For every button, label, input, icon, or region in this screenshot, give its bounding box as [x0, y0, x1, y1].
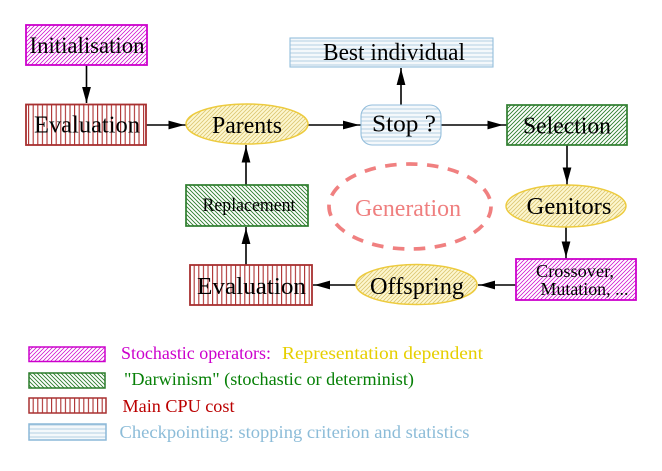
- svg-text:Replacement: Replacement: [203, 196, 297, 216]
- svg-text:Initialisation: Initialisation: [30, 33, 145, 58]
- svg-text:Evaluation: Evaluation: [197, 274, 306, 300]
- svg-text:Stochastic operators:: Stochastic operators:: [121, 343, 271, 363]
- svg-text:Generation: Generation: [355, 196, 461, 222]
- svg-text:Main CPU cost: Main CPU cost: [123, 396, 235, 416]
- svg-text:Genitors: Genitors: [527, 194, 612, 220]
- svg-text:Parents: Parents: [212, 113, 282, 139]
- svg-text:"Darwinism" (stochastic or det: "Darwinism" (stochastic or determinist): [124, 369, 414, 390]
- svg-text:Stop ?: Stop ?: [372, 112, 436, 138]
- svg-text:Crossover,: Crossover,: [536, 261, 614, 281]
- svg-text:Best individual: Best individual: [323, 40, 465, 66]
- svg-text:Selection: Selection: [523, 114, 611, 140]
- svg-text:Mutation, ...: Mutation, ...: [541, 279, 629, 299]
- svg-text:Offspring: Offspring: [370, 274, 464, 300]
- svg-text:Evaluation: Evaluation: [34, 113, 140, 139]
- svg-text:Representation dependent: Representation dependent: [282, 343, 483, 363]
- svg-text:Checkpointing: stopping criter: Checkpointing: stopping criterion and st…: [120, 422, 470, 442]
